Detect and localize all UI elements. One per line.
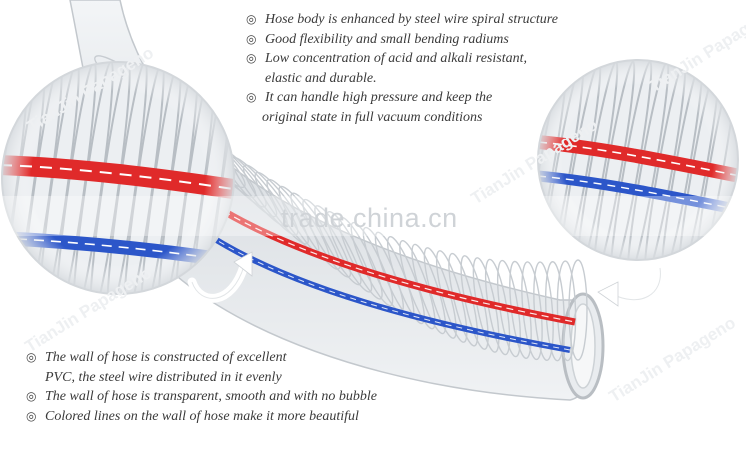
arrow-right: [607, 263, 665, 305]
feature-item: ◎Colored lines on the wall of hose make …: [26, 407, 377, 427]
feature-item: ◎It can handle high pressure and keep th…: [246, 88, 558, 108]
feature-item: ◎The wall of hose is transparent, smooth…: [26, 387, 377, 407]
bullet-marker-icon: ◎: [246, 51, 257, 65]
watermark-band: [0, 196, 746, 236]
bullet-marker-icon: ◎: [246, 12, 257, 26]
watermark-site: trade.china.cn: [281, 203, 458, 233]
feature-item-continued: elastic and durable.: [265, 70, 377, 86]
feature-item-continued: original state in full vacuum conditions: [262, 109, 483, 125]
magnified-view-right: [537, 59, 739, 261]
bullet-marker-icon: ◎: [26, 389, 37, 403]
feature-item: ◎Good flexibility and small bending radi…: [246, 30, 558, 50]
bullet-marker-icon: ◎: [246, 31, 257, 46]
feature-list-bottom: ◎The wall of hose is constructed of exce…: [26, 348, 377, 426]
feature-item: ◎The wall of hose is constructed of exce…: [26, 348, 377, 368]
feature-item: ◎Low concentration of acid and alkali re…: [246, 49, 558, 69]
feature-item: ◎Hose body is enhanced by steel wire spi…: [246, 10, 558, 30]
feature-list-top: ◎Hose body is enhanced by steel wire spi…: [246, 10, 558, 127]
bullet-marker-icon: ◎: [26, 350, 37, 364]
bullet-marker-icon: ◎: [246, 90, 257, 104]
bullet-marker-icon: ◎: [26, 408, 37, 423]
feature-item-continued: PVC, the steel wire distributed in it ev…: [45, 369, 282, 385]
magnified-view-left: [1, 61, 235, 295]
